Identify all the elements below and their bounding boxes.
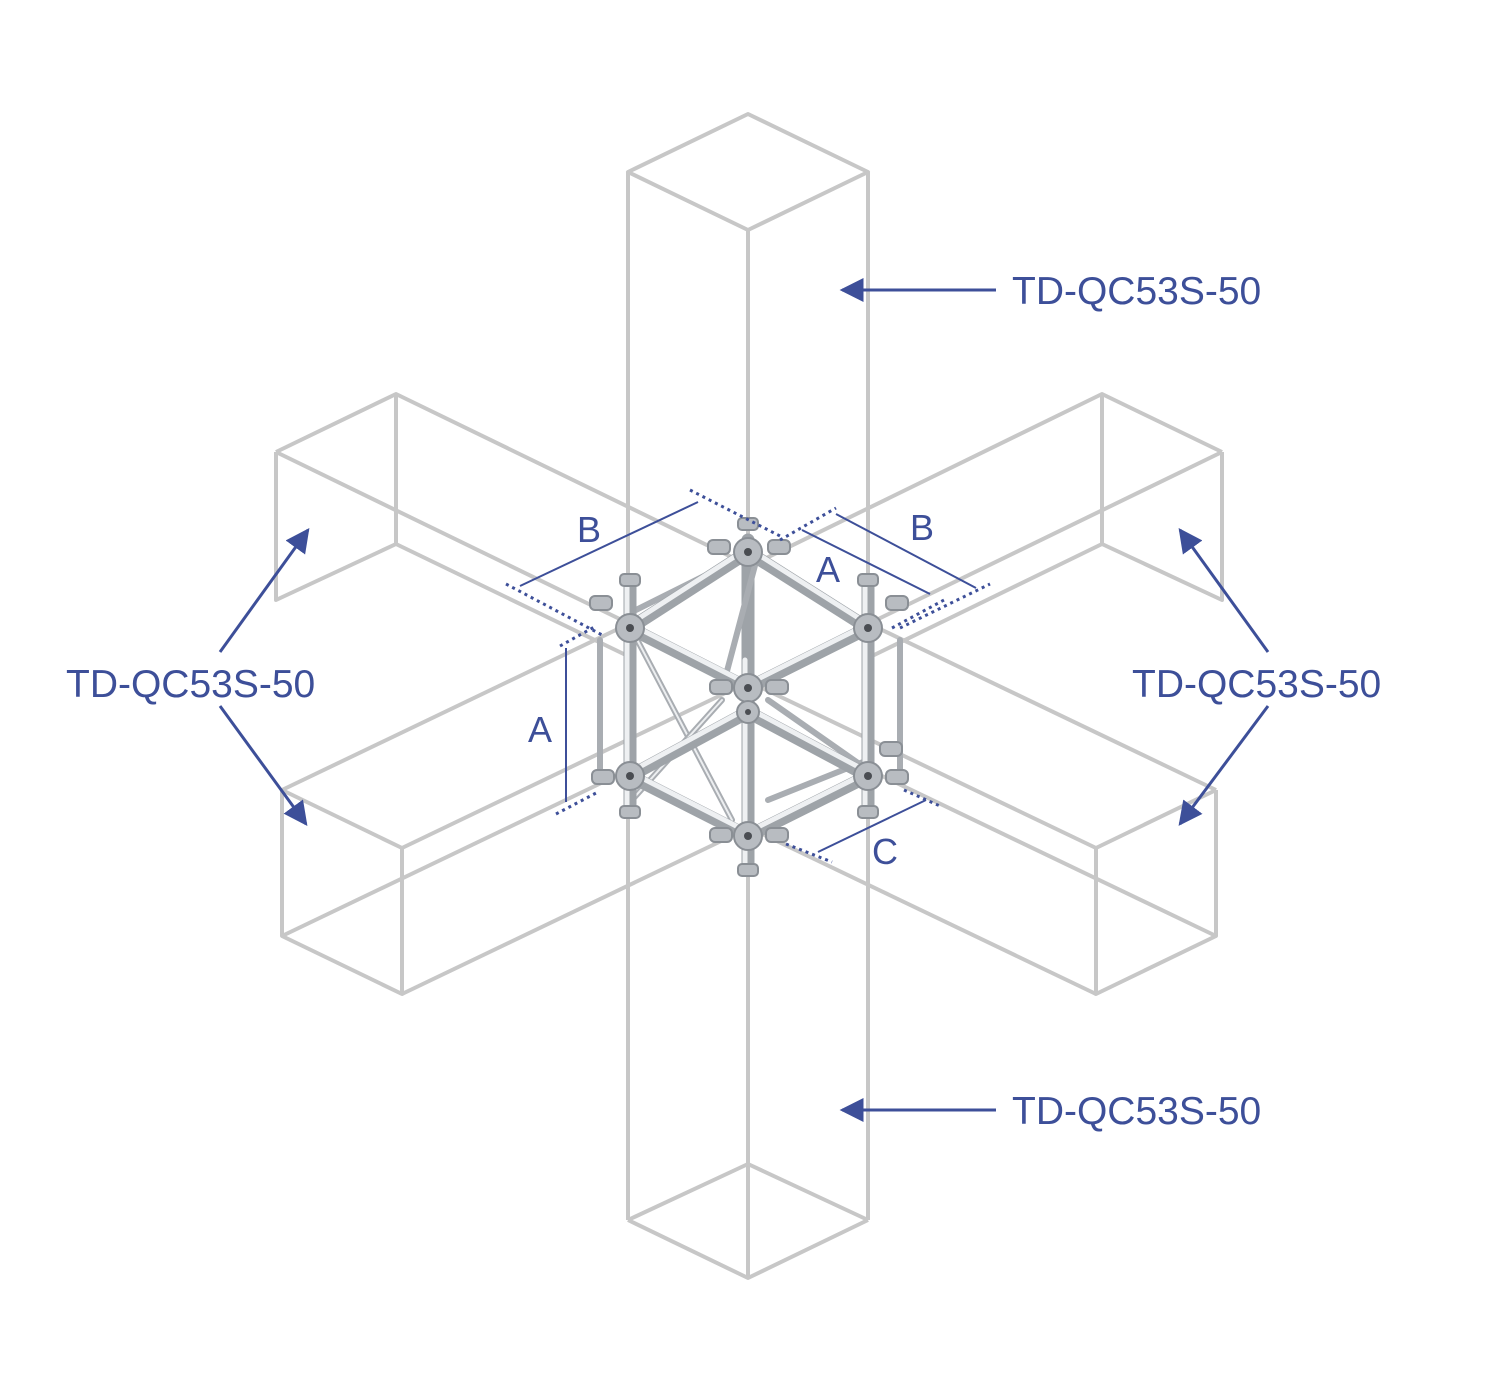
dim-b-left: B [577,509,601,550]
b-left-extension-1 [505,582,605,638]
callout-arrows [218,278,1270,1122]
dimension-labels: B B A A C [528,507,934,872]
ghost-truss-left [274,392,751,996]
arrow-left-up [218,528,310,653]
arrow-right-up [1178,528,1270,653]
b-left-dimension-line [519,501,699,587]
a-upper-dimension-line [801,529,931,595]
dim-a-left: A [528,709,552,750]
ghost-truss-right [749,392,1224,996]
b-right-extension-2 [899,582,991,630]
a-left-extension-2 [555,790,599,816]
arrow-right-down [1178,705,1270,826]
label-bottom: TD-QC53S-50 [1012,1090,1261,1133]
dim-a-upper: A [816,549,840,590]
b-right-dimension-line [835,513,977,589]
dim-b-right: B [910,507,934,548]
arrow-left-down [218,705,308,826]
c-extension-1 [785,842,833,864]
bottom-chords [623,705,875,843]
b-left-extension-2 [689,488,781,538]
dimension-lines [505,488,991,864]
label-top: TD-QC53S-50 [1012,270,1261,313]
a-upper-extension [891,598,945,630]
dim-c: C [872,831,898,872]
corner-block [589,517,909,877]
b-right-extension-1 [779,506,837,542]
top-chords [623,545,875,695]
label-left: TD-QC53S-50 [66,663,315,706]
part-labels: TD-QC53S-50 TD-QC53S-50 TD-QC53S-50 TD-Q… [66,270,1381,1133]
connector-nodes [589,517,909,877]
c-extension-2 [903,788,941,808]
c-dimension-line [817,799,927,853]
label-right: TD-QC53S-50 [1132,663,1381,706]
